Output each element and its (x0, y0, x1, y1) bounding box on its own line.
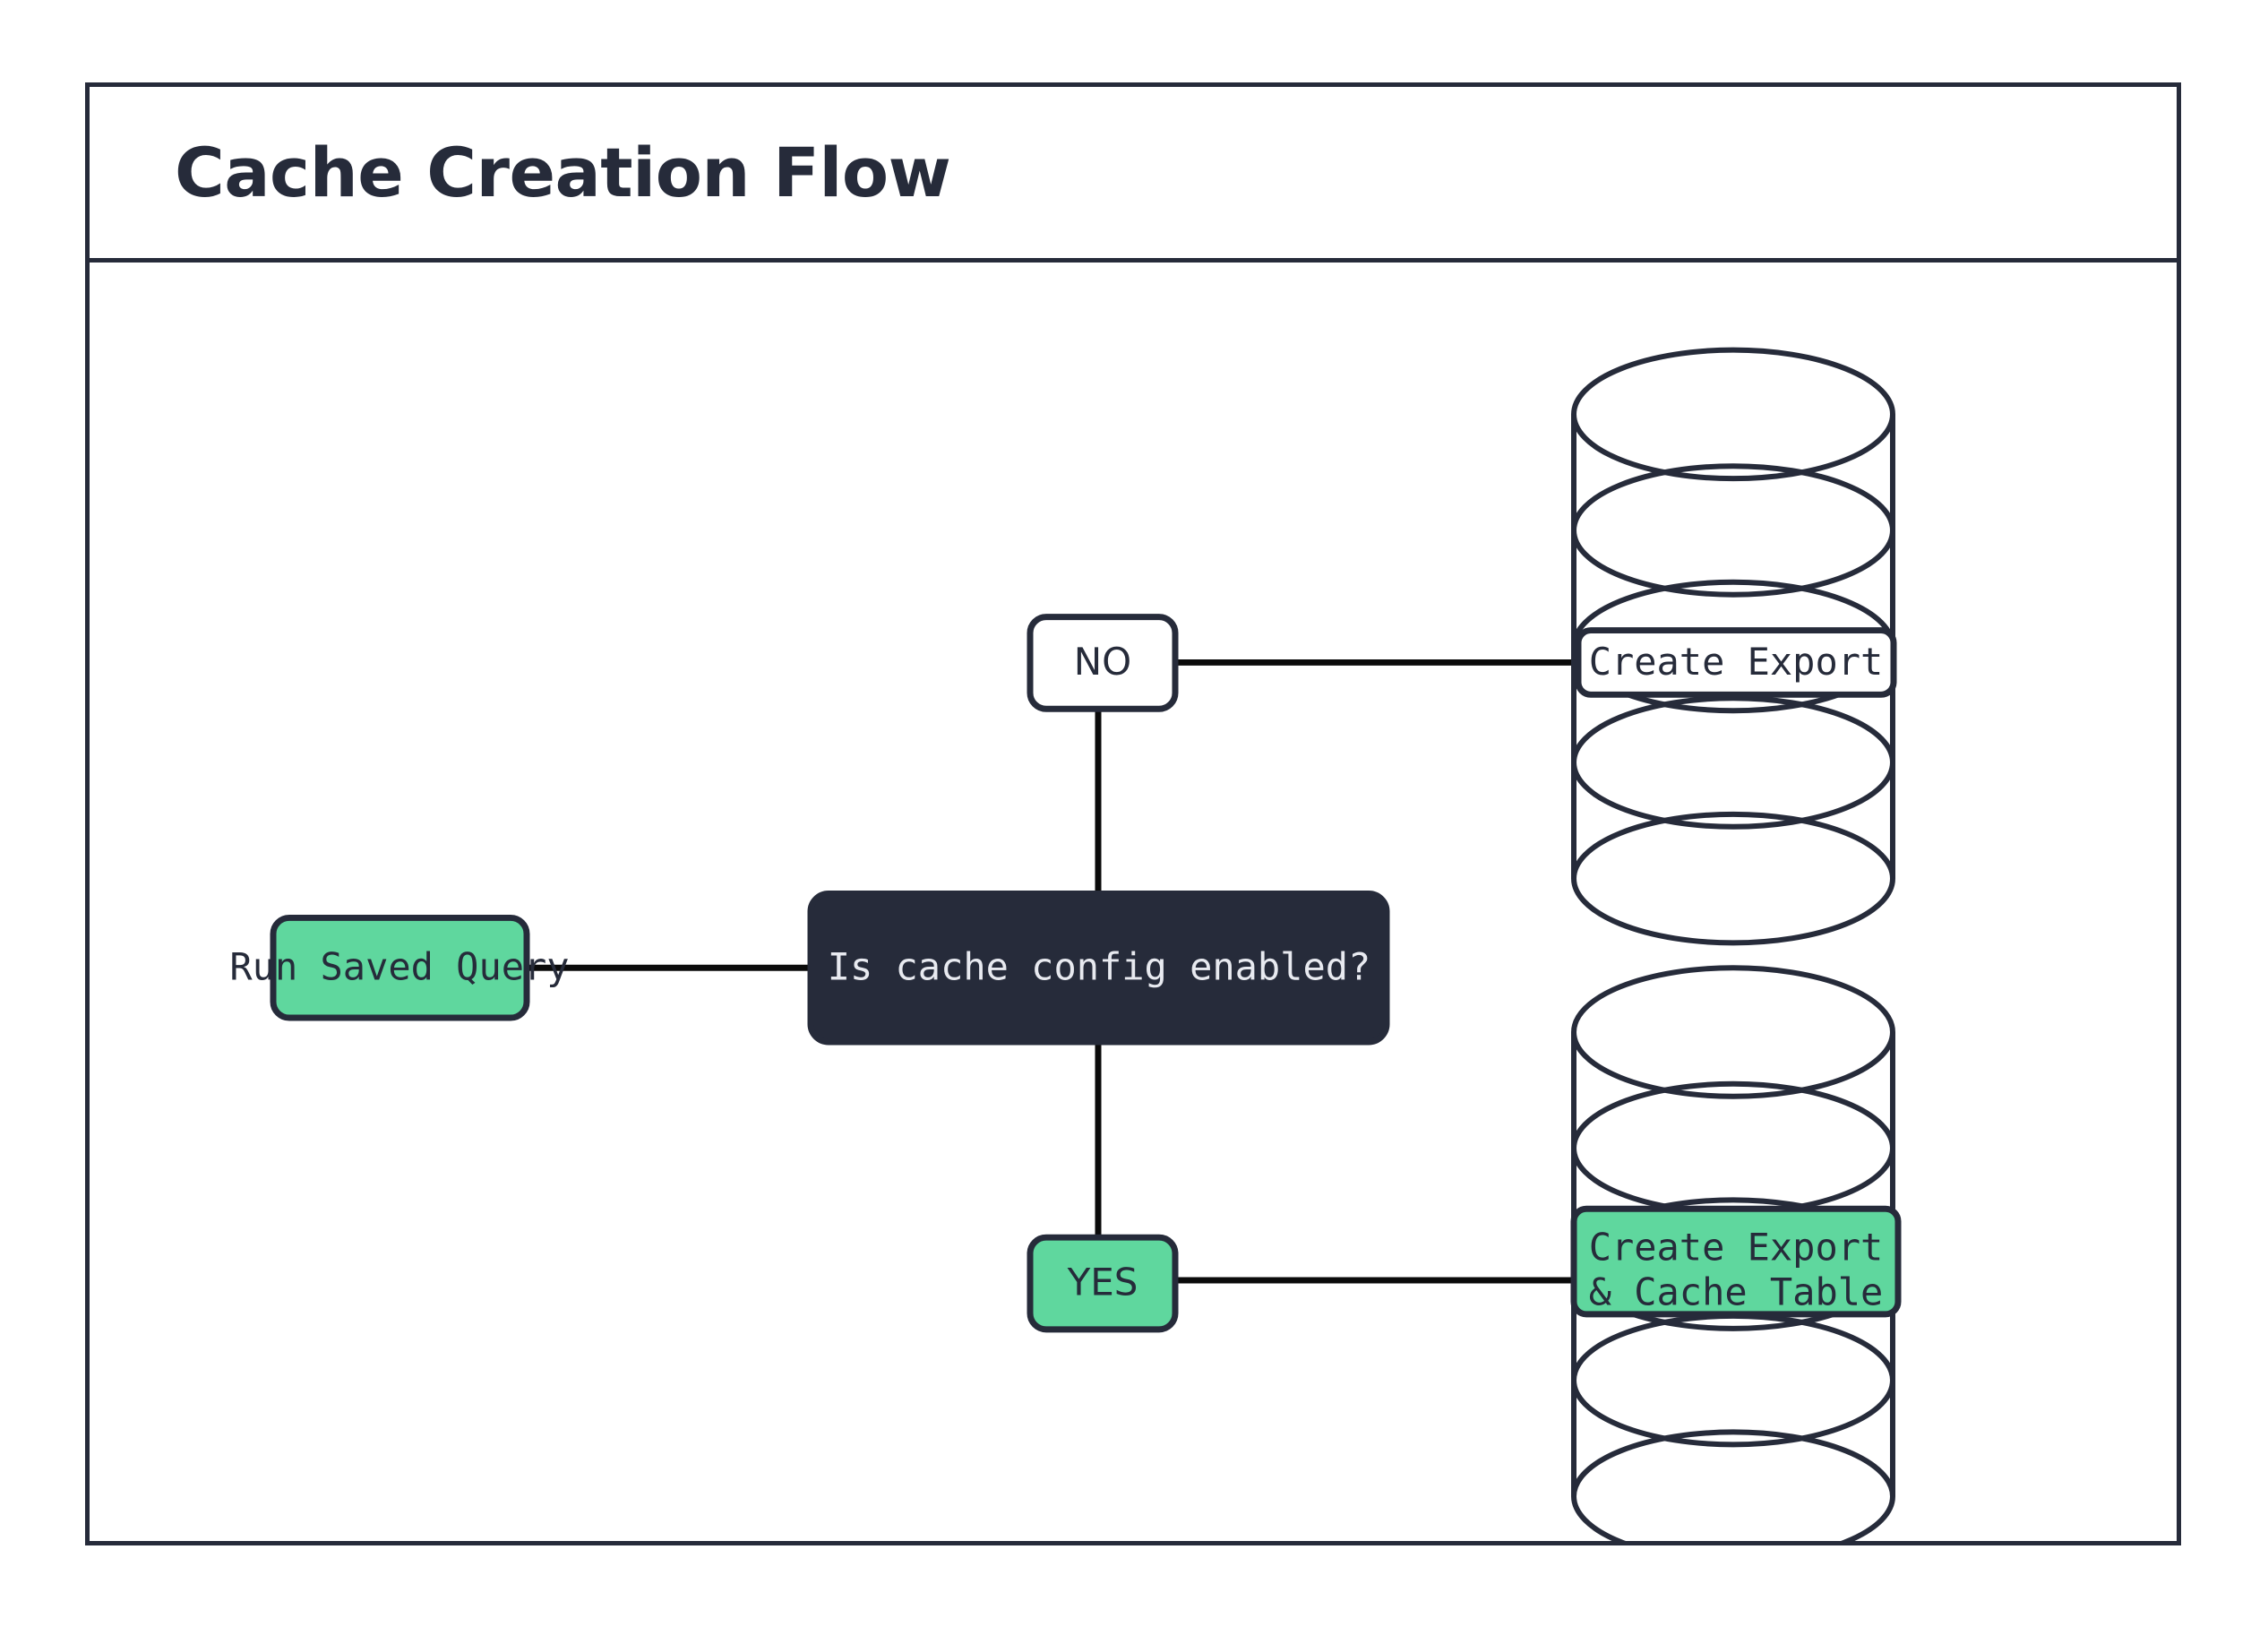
page-title: Cache Creation Flow (175, 133, 951, 212)
node-cache-config-decision[interactable]: Is cache config enabled? (807, 891, 1390, 1046)
node-branch-yes-label: YES (1067, 1261, 1138, 1304)
diagram-header: Cache Creation Flow (90, 87, 2177, 263)
node-branch-yes[interactable]: YES (1027, 1234, 1179, 1333)
database-cache-table-label-box (1570, 1205, 1902, 1318)
node-branch-yes-box (1027, 1234, 1179, 1333)
node-run-saved-query-box (270, 914, 530, 1021)
database-create-export-label-box (1575, 627, 1897, 698)
database-create-export[interactable]: Create Export (1571, 347, 1897, 946)
node-branch-no[interactable]: NO (1027, 614, 1179, 712)
database-create-export-cache-table[interactable]: Create Export & Cache Table (1570, 965, 1902, 1541)
database-cache-table-label-line1: Create Export (1589, 1226, 1884, 1270)
node-cache-config-decision-label: Is cache config enabled? (828, 945, 1371, 989)
diagram-frame: Cache Creation Flow (85, 82, 2181, 1545)
node-branch-no-box (1027, 614, 1179, 712)
node-run-saved-query-label: Run Saved Query (229, 945, 569, 989)
database-create-export-label: Create Export (1589, 640, 1884, 684)
diagram-canvas: Create Export Create Export & Cache Tabl… (90, 263, 2177, 1541)
node-cache-config-decision-box (807, 891, 1390, 1046)
flowchart-svg: Create Export Create Export & Cache Tabl… (229, 347, 1902, 1541)
database-cache-table-label-line2: & Cache Table (1589, 1270, 1884, 1314)
node-branch-no-label: NO (1074, 640, 1131, 684)
node-run-saved-query[interactable]: Run Saved Query (229, 914, 570, 1021)
